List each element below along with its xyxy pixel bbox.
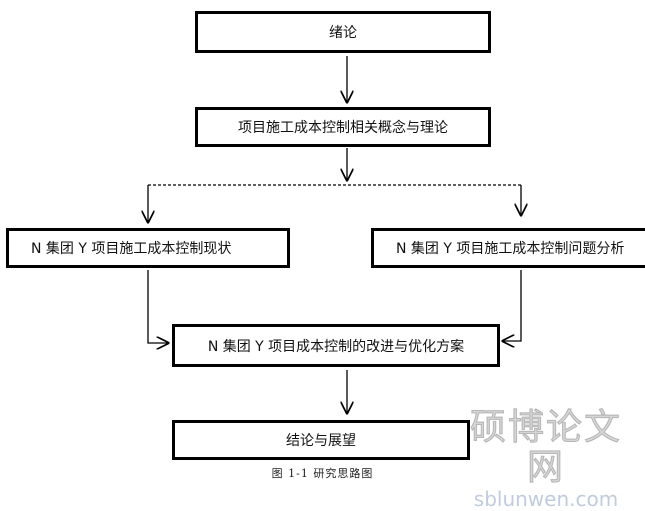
- box-introduction-label: 绪论: [329, 25, 357, 41]
- box-conclusion-label: 结论与展望: [286, 433, 356, 449]
- box-current-status: N 集团 Y 项目施工成本控制现状: [6, 228, 290, 268]
- figure-caption: 图 1-1 研究思路图: [271, 467, 374, 480]
- flowchart-connectors: [0, 56, 645, 485]
- watermark-url: sblunwen.com: [473, 487, 619, 511]
- box-theory-label: 项目施工成本控制相关概念与理论: [238, 120, 448, 136]
- box-problem-analysis-label: N 集团 Y 项目施工成本控制问题分析: [396, 241, 625, 257]
- box-improvement-plan: N 集团 Y 项目成本控制的改进与优化方案: [172, 324, 500, 367]
- arrow-problem-to-improve: [503, 270, 522, 341]
- box-conclusion: 结论与展望: [172, 420, 470, 460]
- arrow-status-to-improve: [147, 270, 168, 343]
- box-introduction: 绪论: [195, 11, 491, 53]
- box-theory: 项目施工成本控制相关概念与理论: [195, 107, 491, 147]
- box-improvement-plan-label: N 集团 Y 项目成本控制的改进与优化方案: [207, 338, 465, 355]
- box-current-status-label: N 集团 Y 项目施工成本控制现状: [31, 241, 232, 257]
- box-problem-analysis: N 集团 Y 项目施工成本控制问题分析: [371, 228, 645, 268]
